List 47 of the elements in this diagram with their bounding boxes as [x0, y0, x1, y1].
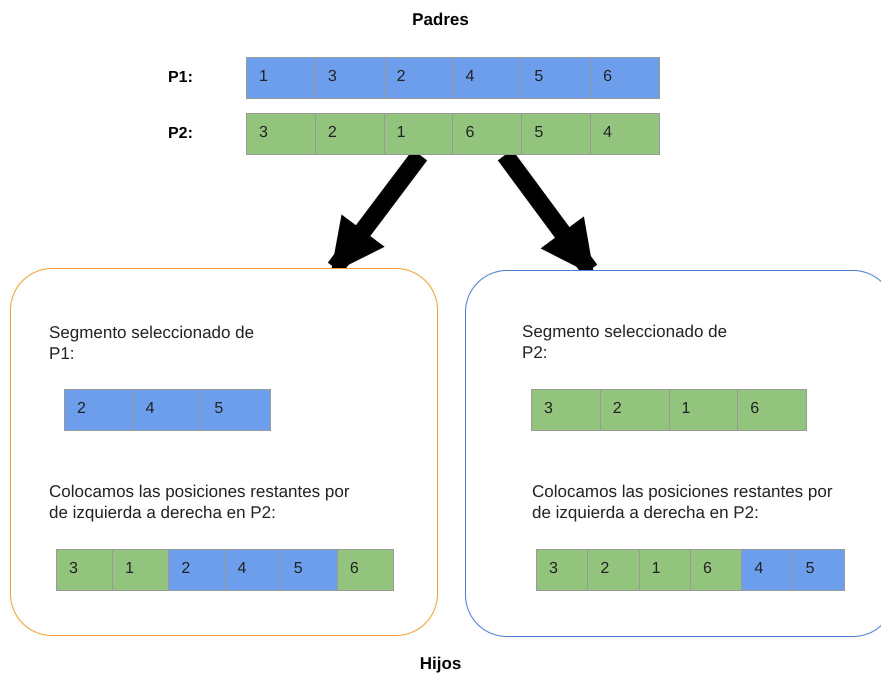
array-strip	[246, 113, 660, 155]
array-cell: 4	[742, 550, 794, 590]
array-cell: 2	[169, 550, 226, 590]
array-strip	[531, 389, 807, 431]
array-cell: 3	[532, 390, 601, 430]
array-strip	[536, 549, 845, 591]
array-cell: 5	[282, 550, 338, 590]
instruction-text: Segmento seleccionado de P1:	[49, 322, 256, 364]
array-cell: 5	[794, 550, 844, 590]
array-cell: 3	[57, 550, 114, 590]
array-cell: 1	[670, 390, 738, 430]
array-cell: 6	[338, 550, 394, 590]
instruction-text: Colocamos las posiciones restantes por de izquierda a derecha en P2:	[532, 481, 834, 523]
array-cell: 1	[113, 550, 170, 590]
array-cell: 6	[690, 550, 742, 590]
array-cell: 5	[522, 114, 592, 154]
array-cell: 6	[591, 58, 659, 98]
array-cell: 4	[226, 550, 282, 590]
array-cell: 4	[134, 390, 202, 430]
row-label: P2:	[168, 125, 193, 143]
array-cell: 6	[738, 390, 806, 430]
array-cell: 2	[65, 390, 134, 430]
array-strip	[64, 389, 271, 431]
instruction-text: Colocamos las posiciones restantes por de izquierda a derecha en P2:	[49, 481, 350, 523]
array-cell: 3	[316, 58, 385, 98]
array-cell: 6	[453, 114, 522, 154]
array-strip	[56, 549, 394, 591]
array-cell: 2	[384, 58, 454, 98]
array-cell: 2	[588, 550, 640, 590]
rounded-panel	[10, 268, 438, 636]
row-label: P1:	[168, 69, 193, 87]
instruction-text: Segmento seleccionado de P2:	[522, 321, 728, 363]
array-cell: 3	[537, 550, 588, 590]
rounded-panel	[465, 270, 881, 637]
array-strip	[246, 57, 660, 99]
array-cell: 3	[247, 114, 316, 154]
array-cell: 1	[247, 58, 316, 98]
array-cell: 1	[640, 550, 691, 590]
array-cell: 1	[384, 114, 454, 154]
array-cell: 5	[522, 58, 592, 98]
array-cell: 4	[453, 58, 522, 98]
caption: Hijos	[418, 654, 462, 674]
array-cell: 5	[202, 390, 270, 430]
array-cell: 2	[316, 114, 385, 154]
array-cell: 2	[600, 390, 670, 430]
array-cell: 4	[591, 114, 659, 154]
title: Padres	[411, 10, 470, 30]
